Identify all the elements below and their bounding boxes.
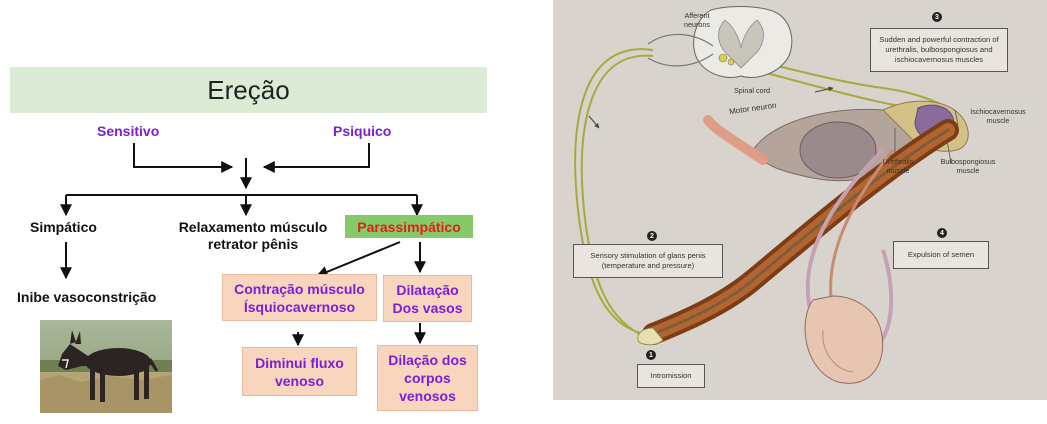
step4-badge: 4 — [937, 228, 947, 238]
flow-arrows — [60, 143, 426, 347]
relaxamento-label: Relaxamento músculo retrator pênis — [158, 219, 348, 253]
page-title: Ereção — [207, 74, 290, 105]
sensitivo-label: Sensitivo — [97, 123, 160, 139]
step2-badge: 2 — [647, 231, 657, 241]
inibe-label: Inibe vasoconstrição — [17, 289, 157, 305]
urethralis-line1: Urethralis — [882, 157, 914, 166]
step1-box: Intromission — [637, 364, 705, 388]
step1-text: Intromission — [650, 371, 692, 380]
dilatacao-line2: Dos vasos — [392, 299, 463, 316]
spinal-cord-label: Spinal cord — [734, 86, 770, 95]
psiquico-label: Psiquico — [333, 123, 392, 139]
diminui-line1: Diminui fluxo — [255, 354, 344, 371]
dilacao-line3: venosos — [399, 388, 456, 404]
parassimpatico-box: Parassimpático — [345, 215, 473, 238]
dilacao-line1: Dilação dos — [388, 352, 467, 368]
urethralis-line2: muscle — [886, 166, 910, 175]
afferent-label: Afferent neurons — [684, 11, 710, 29]
contracao-box: Contração músculo Ísquiocavernoso — [222, 274, 377, 321]
contracao-line1: Contração músculo — [234, 280, 365, 297]
relaxamento-line2: retrator pênis — [207, 236, 299, 252]
ischio-label: Ischiocavernosus muscle — [963, 107, 1033, 125]
dilacao-line2: corpos — [404, 370, 451, 386]
step2-line1: Sensory stimulation of glans penis — [590, 251, 706, 260]
relaxamento-line1: Relaxamento músculo — [178, 219, 328, 235]
step3-box: Sudden and powerful contraction of ureth… — [870, 28, 1008, 72]
step3-line3: ischiocavernosus muscles — [894, 55, 984, 64]
donkey-photo — [40, 320, 172, 413]
bulbo-line1: Bulbospongiosus — [940, 157, 996, 166]
step1-badge: 1 — [646, 350, 656, 360]
step3-line1: Sudden and powerful contraction of — [879, 35, 999, 44]
dilatacao-line1: Dilatação — [396, 281, 459, 298]
step3-line2: urethralis, bulbospongiosus and — [885, 45, 993, 54]
title-bar: Ereção — [10, 67, 487, 113]
urethralis-label: Urethralis muscle — [878, 157, 918, 175]
step2-box: Sensory stimulation of glans penis (temp… — [573, 244, 723, 278]
contracao-line2: Ísquiocavernoso — [243, 298, 356, 315]
bulbo-line2: muscle — [956, 166, 980, 175]
diminui-box: Diminui fluxo venoso — [242, 347, 357, 396]
step4-text: Expulsion of semen — [907, 250, 975, 259]
ischio-line1: Ischiocavernosus — [970, 107, 1026, 116]
anatomy-illustration — [574, 5, 969, 384]
dilatacao-box: Dilatação Dos vasos — [383, 275, 472, 322]
step4-box: Expulsion of semen — [893, 241, 989, 269]
parassimpatico-label: Parassimpático — [357, 218, 461, 235]
anatomy-panel: Afferent neurons Spinal cord Motor neuro… — [553, 0, 1047, 400]
simpatico-label: Simpático — [30, 219, 97, 235]
step2-line2: (temperature and pressure) — [601, 261, 695, 270]
diminui-line2: venoso — [274, 372, 324, 389]
dilacao-box: Dilação dos corpos venosos — [377, 345, 478, 411]
ischio-line2: muscle — [986, 116, 1010, 125]
step3-badge: 3 — [932, 12, 942, 22]
bulbo-label: Bulbospongiosus muscle — [938, 157, 998, 175]
